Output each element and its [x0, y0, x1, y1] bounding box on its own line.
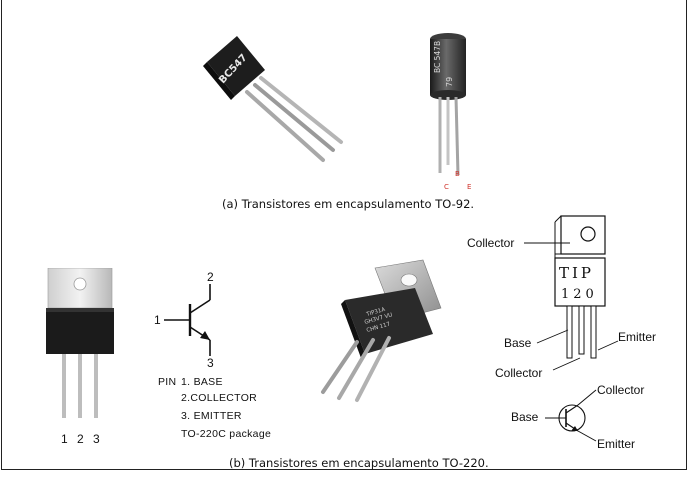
schematic-pin-2: 2 [207, 270, 214, 284]
to92-right-marking-1: BC 547B [433, 41, 442, 73]
to220-pin-number-1: 1 [61, 432, 68, 446]
tip-label-base: Base [504, 336, 532, 350]
to92-transistor-left: BC547 [203, 36, 343, 162]
caption-a: (a) Transistores em encapsulamento TO-92… [222, 197, 475, 211]
pin-list-title: PIN [158, 376, 177, 388]
to92-pin-label-b: B [455, 170, 460, 178]
to220-pin-number-2: 2 [77, 432, 84, 446]
package-label: TO-220C package [181, 428, 272, 440]
figure-frame [1, 0, 687, 470]
pin-list-emitter: 3. EMITTER [181, 410, 242, 422]
schematic-pin-1: 1 [154, 313, 161, 327]
schematic-pin-3: 3 [207, 356, 214, 370]
to92-transistor-right: BC 547B 79 [430, 33, 466, 176]
svg-text:TIP31A: TIP31A [365, 307, 386, 318]
symbol-label-base: Base [511, 410, 539, 424]
tip-marking-1: TIP [559, 264, 594, 282]
to220-pin-number-3: 3 [93, 432, 100, 446]
to92-right-marking-2: 79 [445, 77, 454, 87]
symbol-label-emitter: Emitter [597, 437, 636, 451]
pin-list-collector: 2.COLLECTOR [181, 392, 258, 404]
symbol-label-collector: Collector [597, 383, 645, 397]
tip-label-emitter: Emitter [618, 330, 657, 344]
npn-schematic-symbol [164, 284, 211, 356]
tip-label-collector-bottom: Collector [495, 366, 543, 380]
tip-marking-2: 120 [561, 287, 598, 302]
tip-label-collector-top: Collector [467, 236, 515, 250]
tip120-drawing: TIP 120 [554, 215, 606, 359]
to220-transistor-photo [46, 268, 114, 418]
caption-b: (b) Transistores em encapsulamento TO-22… [229, 456, 489, 470]
pin-list-base: 1. BASE [181, 376, 223, 388]
to220-transistor-angled: TIP31A GH3V7 VU CHN 117 [321, 259, 442, 402]
to92-pin-label-c: C [444, 183, 449, 191]
to92-pin-label-e: E [467, 183, 472, 191]
